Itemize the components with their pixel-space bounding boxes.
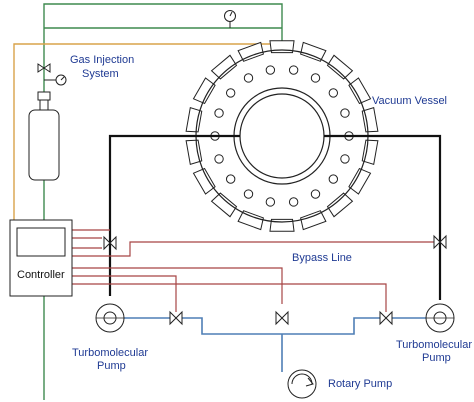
vessel-center-bore	[239, 93, 325, 179]
right-turbo-label-line2: Pump	[422, 352, 451, 364]
right-fore-signal-line	[72, 283, 387, 312]
top-gauge-icon	[224, 10, 236, 28]
center-valve-icon	[275, 310, 289, 326]
vessel-coil-segment	[300, 210, 327, 231]
vessel-coil-segment	[237, 41, 264, 62]
rotary-pump-icon	[287, 369, 317, 399]
gas-valve-icon	[37, 63, 51, 73]
gas-injection-label-line2: System	[82, 68, 119, 80]
vessel-coil-segment	[185, 139, 203, 166]
left-turbo-pump-icon	[95, 303, 125, 333]
vessel-port	[214, 154, 224, 164]
right-vacuum-line	[324, 134, 442, 300]
vessel-coil-segments	[185, 40, 379, 232]
bypass-valve-icon	[433, 234, 447, 250]
left-fore-valve-icon	[169, 310, 183, 326]
vessel-port	[328, 88, 339, 98]
vessel-port	[328, 174, 339, 184]
vacuum-vessel-label: Vacuum Vessel	[372, 95, 447, 107]
vessel-ports	[210, 65, 354, 207]
vessel-port	[340, 154, 350, 164]
vessel-coil-segment	[210, 54, 238, 80]
left-turbo-label-line2: Pump	[97, 360, 126, 372]
vessel-port	[265, 65, 276, 75]
right-turbo-pump-icon	[425, 303, 455, 333]
vessel-coil-segment	[361, 106, 379, 133]
vessel-port	[225, 88, 236, 98]
gas-cylinder-icon	[28, 91, 60, 181]
left-fore-signal-line	[72, 275, 177, 312]
vessel-port	[288, 197, 299, 207]
vessel-coil-segment	[192, 167, 216, 195]
vessel-coil-segment	[210, 192, 238, 218]
vessel-coil-segment	[237, 210, 264, 231]
vessel-port	[243, 73, 254, 83]
vessel-coil-segment	[185, 106, 203, 133]
vessel-coil-segment	[348, 167, 372, 195]
vessel-port	[214, 108, 224, 118]
vessel-coil-segment	[348, 77, 372, 105]
vessel-port	[243, 189, 254, 199]
vessel-coil-segment	[326, 192, 354, 218]
center-signal-line	[72, 267, 283, 304]
controller-label: Controller	[17, 269, 65, 281]
foreline	[124, 317, 428, 335]
vessel-coil-segment	[326, 54, 354, 80]
vessel-port	[265, 197, 276, 207]
right-fore-valve-icon	[379, 310, 393, 326]
vessel-coil-segment	[361, 139, 379, 166]
gas-lines	[13, 3, 283, 400]
left-gate-valve-icon	[103, 235, 117, 251]
vessel-port	[340, 108, 350, 118]
gas-gauge-icon	[44, 74, 67, 86]
signal-lines	[72, 229, 434, 312]
controller-display	[16, 227, 66, 257]
controller-box	[9, 219, 73, 297]
vessel-coil-segment	[300, 41, 327, 62]
vessel-port	[310, 189, 321, 199]
vessel-coil-segment	[192, 77, 216, 105]
vacuum-vessel	[185, 40, 379, 232]
bypass-signal-line	[72, 241, 434, 257]
gas-injection-label-line1: Gas Injection	[70, 54, 134, 66]
left-turbo-label-line1: Turbomolecular	[72, 347, 148, 359]
bypass-line-label: Bypass Line	[292, 252, 352, 264]
right-turbo-label-line1: Turbomolecular	[396, 339, 472, 351]
fore-lines	[124, 317, 428, 372]
vessel-port	[310, 73, 321, 83]
vessel-port	[288, 65, 299, 75]
gas-injection-line	[43, 3, 283, 400]
rotary-pump-label: Rotary Pump	[328, 378, 392, 390]
vessel-port	[225, 174, 236, 184]
